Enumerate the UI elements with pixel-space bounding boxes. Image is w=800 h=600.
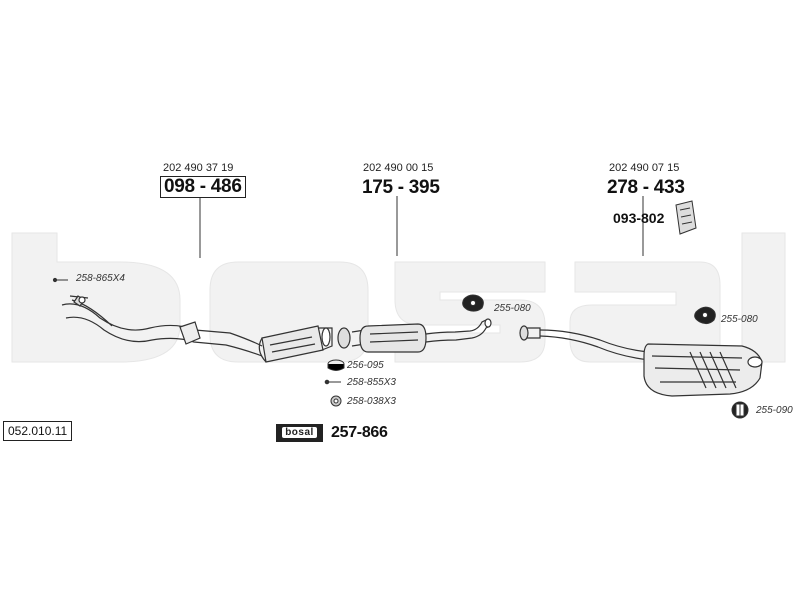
hanger-rear-icon — [694, 306, 716, 325]
front-pipe-drawing — [61, 295, 333, 363]
rear-mount-label: 255-090 — [756, 405, 793, 416]
rear-mount-icon — [731, 401, 749, 419]
sheet-number: 052.010.11 — [3, 421, 73, 441]
nut-icon — [330, 395, 342, 407]
callout-leaders — [199, 196, 644, 258]
kit-logo-text: bosal — [282, 427, 317, 438]
bolt-label: 258-855X3 — [347, 377, 396, 388]
hanger-mid-icon — [462, 294, 484, 312]
nut-label: 258-038X3 — [347, 396, 396, 407]
gasket-label: 256-095 — [347, 360, 384, 371]
callout-1-part: 098 - 486 — [160, 176, 246, 198]
kit-logo-box: bosal — [276, 424, 323, 442]
gasket-icon — [327, 359, 345, 371]
bolt-icon — [324, 379, 341, 385]
rear-silencer-drawing — [519, 325, 763, 397]
callout-3-oem: 202 490 07 15 — [609, 162, 680, 174]
bracket-part: 093-802 — [613, 210, 665, 226]
hanger-rear-label: 255-080 — [721, 314, 758, 325]
hanger-mid-label: 255-080 — [494, 303, 531, 314]
front-clamp-label: 258-865X4 — [76, 273, 125, 284]
middle-silencer-drawing — [337, 318, 492, 353]
callout-3-part: 278 - 433 — [607, 177, 685, 198]
callout-1-oem: 202 490 37 19 — [163, 162, 234, 174]
callout-2-oem: 202 490 00 15 — [363, 162, 434, 174]
front-clamp-icon — [52, 277, 68, 283]
bracket-icon — [675, 200, 697, 235]
callout-2-part: 175 - 395 — [362, 177, 440, 198]
kit-part: 257-866 — [331, 424, 388, 441]
